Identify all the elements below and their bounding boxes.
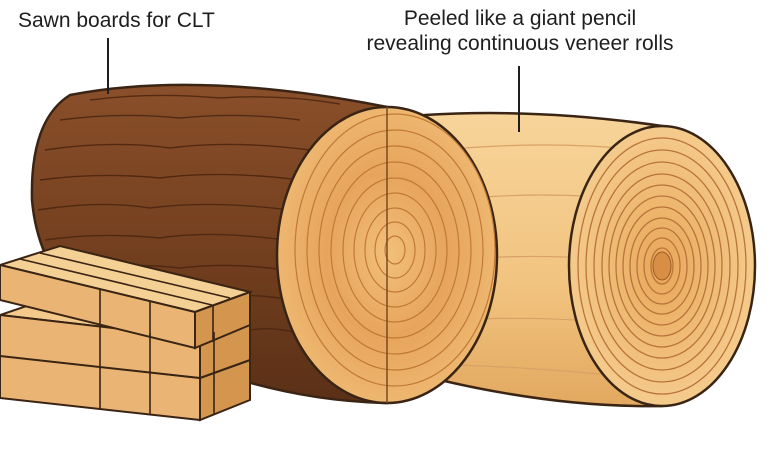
label-veneer-line-1: Peeled like a giant pencil (403, 7, 637, 30)
label-veneer-rolls: Peeled like a giant pencil revealing con… (364, 6, 676, 56)
label-sawn-boards: Sawn boards for CLT (18, 9, 215, 32)
board-stack-illustration (0, 244, 254, 422)
label-veneer-line-2: revealing continuous veneer rolls (366, 32, 674, 55)
